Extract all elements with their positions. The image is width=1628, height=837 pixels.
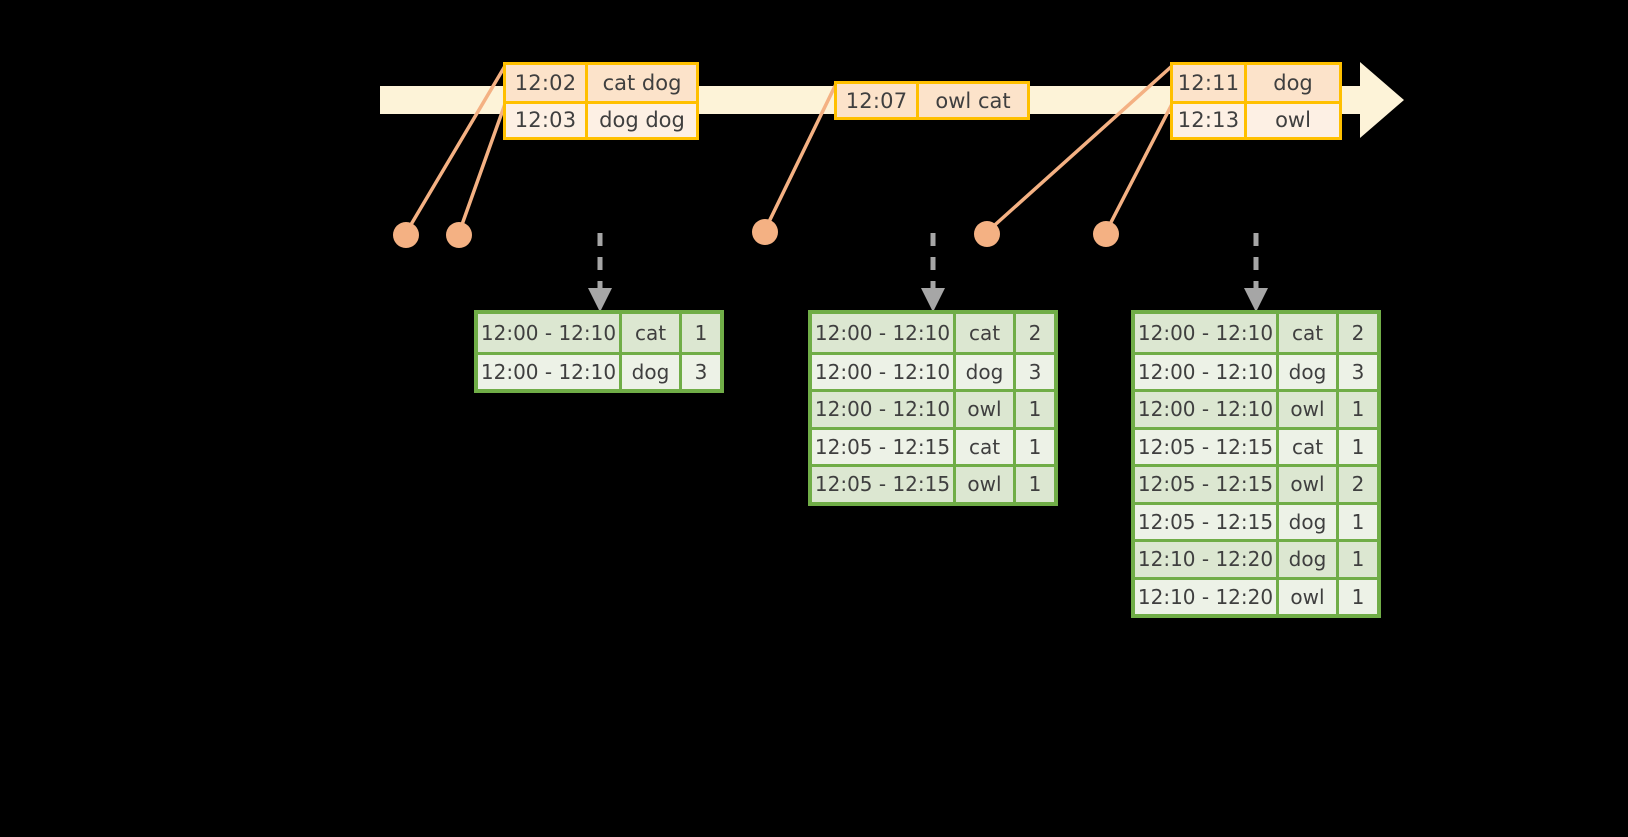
- count-cell: 1: [1339, 579, 1377, 614]
- window-cell: 12:05 - 12:15: [1135, 429, 1279, 464]
- event-row[interactable]: 12:02 cat dog: [506, 65, 696, 101]
- window-cell: 12:00 - 12:10: [1135, 354, 1279, 389]
- window-counts-table-1[interactable]: 12:00 - 12:10 cat 1 12:00 - 12:10 dog 3: [474, 310, 724, 393]
- event-value: owl cat: [919, 84, 1027, 117]
- count-cell: 1: [1016, 429, 1054, 464]
- word-cell: cat: [622, 314, 682, 352]
- count-cell: 2: [1339, 467, 1377, 502]
- word-cell: owl: [956, 392, 1016, 427]
- event-row[interactable]: 12:07 owl cat: [837, 84, 1027, 117]
- window-cell: 12:00 - 12:10: [1135, 392, 1279, 427]
- window-cell: 12:00 - 12:10: [1135, 314, 1279, 352]
- count-cell: 1: [1339, 392, 1377, 427]
- trigger-arrow-2: [921, 233, 945, 312]
- window-cell: 12:00 - 12:10: [812, 354, 956, 389]
- window-counts-table-3[interactable]: 12:00 - 12:10 cat 2 12:00 - 12:10 dog 3 …: [1131, 310, 1381, 618]
- event-value: owl: [1247, 103, 1339, 137]
- event-dot-1: [393, 222, 419, 248]
- word-cell: owl: [1279, 392, 1339, 427]
- word-cell: cat: [1279, 429, 1339, 464]
- word-cell: owl: [956, 467, 1016, 502]
- word-cell: dog: [956, 354, 1016, 389]
- count-cell: 1: [1339, 504, 1377, 539]
- table-row[interactable]: 12:05 - 12:15 cat 1: [1135, 426, 1377, 464]
- event-value: dog dog: [588, 103, 696, 137]
- word-cell: cat: [956, 314, 1016, 352]
- table-row[interactable]: 12:05 - 12:15 owl 2: [1135, 464, 1377, 502]
- event-row[interactable]: 12:11 dog: [1173, 65, 1339, 101]
- event-dot-5: [1093, 221, 1119, 247]
- count-cell: 1: [1339, 429, 1377, 464]
- count-cell: 3: [682, 354, 720, 389]
- count-cell: 1: [1016, 467, 1054, 502]
- event-value: cat dog: [588, 65, 696, 101]
- connector-4: [985, 64, 1174, 234]
- table-row[interactable]: 12:00 - 12:10 dog 3: [1135, 351, 1377, 389]
- connector-2: [457, 102, 507, 235]
- event-value: dog: [1247, 65, 1339, 101]
- event-time: 12:11: [1173, 65, 1247, 101]
- table-row[interactable]: 12:05 - 12:15 owl 1: [812, 464, 1054, 502]
- window-cell: 12:05 - 12:15: [812, 429, 956, 464]
- table-row[interactable]: 12:00 - 12:10 cat 2: [1135, 314, 1377, 352]
- window-cell: 12:10 - 12:20: [1135, 579, 1279, 614]
- count-cell: 3: [1016, 354, 1054, 389]
- trigger-arrow-3: [1244, 233, 1268, 312]
- word-cell: dog: [1279, 542, 1339, 577]
- count-cell: 2: [1016, 314, 1054, 352]
- event-time: 12:07: [837, 84, 919, 117]
- event-group-3[interactable]: 12:11 dog 12:13 owl: [1170, 62, 1342, 140]
- event-connectors: [404, 64, 1174, 235]
- table-row[interactable]: 12:05 - 12:15 cat 1: [812, 426, 1054, 464]
- trigger-arrow-1: [588, 233, 612, 312]
- table-row[interactable]: 12:00 - 12:10 owl 1: [1135, 389, 1377, 427]
- count-cell: 2: [1339, 314, 1377, 352]
- window-counts-table-2[interactable]: 12:00 - 12:10 cat 2 12:00 - 12:10 dog 3 …: [808, 310, 1058, 506]
- window-cell: 12:10 - 12:20: [1135, 542, 1279, 577]
- event-time: 12:02: [506, 65, 588, 101]
- connector-5: [1104, 102, 1174, 234]
- event-time: 12:03: [506, 103, 588, 137]
- window-cell: 12:00 - 12:10: [478, 354, 622, 389]
- count-cell: 1: [682, 314, 720, 352]
- word-cell: dog: [622, 354, 682, 389]
- table-row[interactable]: 12:00 - 12:10 owl 1: [812, 389, 1054, 427]
- word-cell: cat: [956, 429, 1016, 464]
- event-group-2[interactable]: 12:07 owl cat: [834, 81, 1030, 120]
- event-row[interactable]: 12:03 dog dog: [506, 100, 696, 137]
- word-cell: cat: [1279, 314, 1339, 352]
- table-row[interactable]: 12:10 - 12:20 dog 1: [1135, 539, 1377, 577]
- table-row[interactable]: 12:00 - 12:10 dog 3: [812, 351, 1054, 389]
- window-cell: 12:05 - 12:15: [1135, 467, 1279, 502]
- trigger-arrows: [588, 233, 1268, 312]
- table-row[interactable]: 12:00 - 12:10 cat 1: [478, 314, 720, 352]
- window-cell: 12:05 - 12:15: [812, 467, 956, 502]
- count-cell: 3: [1339, 354, 1377, 389]
- count-cell: 1: [1339, 542, 1377, 577]
- table-row[interactable]: 12:00 - 12:10 cat 2: [812, 314, 1054, 352]
- table-row[interactable]: 12:10 - 12:20 owl 1: [1135, 576, 1377, 614]
- word-cell: dog: [1279, 504, 1339, 539]
- event-dots: [393, 219, 1119, 248]
- connector-3: [763, 82, 838, 232]
- table-row[interactable]: 12:05 - 12:15 dog 1: [1135, 501, 1377, 539]
- count-cell: 1: [1016, 392, 1054, 427]
- word-cell: owl: [1279, 467, 1339, 502]
- event-dot-4: [974, 221, 1000, 247]
- event-dot-3: [752, 219, 778, 245]
- window-cell: 12:00 - 12:10: [478, 314, 622, 352]
- event-row[interactable]: 12:13 owl: [1173, 100, 1339, 137]
- connector-1: [404, 64, 507, 235]
- window-cell: 12:05 - 12:15: [1135, 504, 1279, 539]
- event-time: 12:13: [1173, 103, 1247, 137]
- word-cell: dog: [1279, 354, 1339, 389]
- event-group-1[interactable]: 12:02 cat dog 12:03 dog dog: [503, 62, 699, 140]
- window-cell: 12:00 - 12:10: [812, 314, 956, 352]
- event-dot-2: [446, 222, 472, 248]
- table-row[interactable]: 12:00 - 12:10 dog 3: [478, 351, 720, 389]
- word-cell: owl: [1279, 579, 1339, 614]
- window-cell: 12:00 - 12:10: [812, 392, 956, 427]
